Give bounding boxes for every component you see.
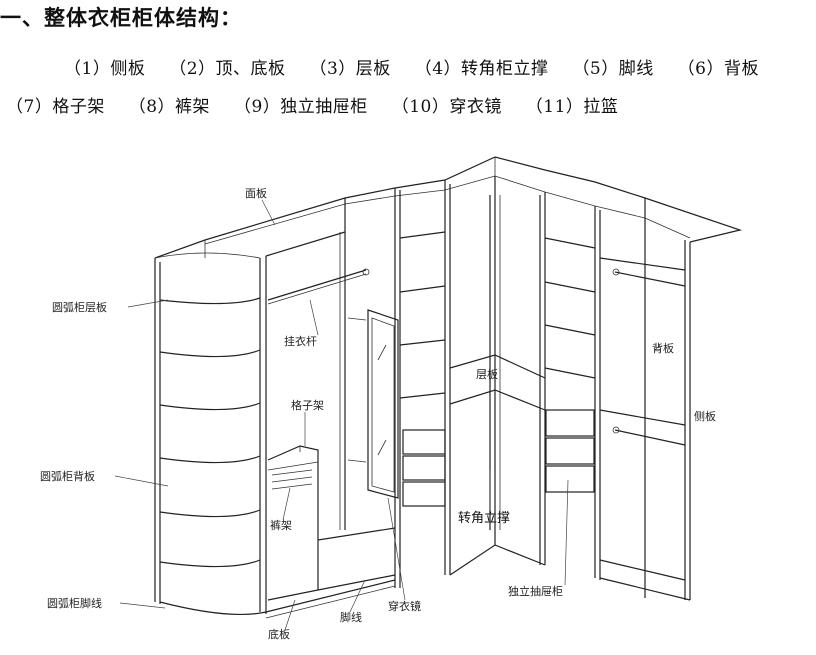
corner-section-drawing (449, 176, 546, 576)
label-mirror: 穿衣镜 (388, 599, 421, 613)
top-panel-drawing (154, 156, 743, 259)
parts-list-line-1: （1）侧板 （2）顶、底板 （3）层板 （4）转角柜立撑 （5）脚线 （6）背板 (64, 54, 777, 79)
part-item-trouser-rack: （8）裤架 (128, 97, 211, 117)
arc-cabinet-drawing (154, 240, 267, 616)
label-grid-rack: 格子架 (291, 398, 324, 412)
label-arc-back-panel: 圆弧柜背板 (40, 469, 95, 483)
label-drawer-cabinet: 独立抽屉柜 (508, 584, 563, 598)
parts-list-line-2: （7）格子架 （8）裤架 （9）独立抽屉柜 （10）穿衣镜 （11）拉篮 (6, 92, 636, 117)
shelf-column-drawing (347, 180, 451, 588)
part-item-side-panel: （1）侧板 (64, 59, 146, 79)
section-heading: 一、整体衣柜柜体结构： (0, 5, 242, 30)
label-trouser-rack: 裤架 (270, 518, 292, 532)
diagram-labels: 面板 圆弧柜层板 挂衣杆 背板 层板 格子架 侧板 圆弧柜背板 裤架 转角立撑 … (40, 186, 716, 641)
part-item-pull-basket: （11）拉篮 (525, 97, 619, 117)
part-item-skirting: （5）脚线 (572, 59, 654, 79)
right-column-drawing (539, 192, 601, 580)
label-side-panel: 侧板 (694, 409, 716, 423)
leader-lines (114, 199, 661, 631)
label-top-panel: 面板 (245, 186, 267, 200)
label-arc-shelf: 圆弧柜层板 (52, 300, 107, 314)
label-back-panel: 背板 (652, 341, 674, 355)
part-item-corner-post: （4）转角柜立撑 (414, 59, 549, 79)
part-item-top-bottom-panel: （2）顶、底板 (169, 59, 286, 79)
label-corner-post: 转角立撑 (458, 511, 510, 526)
middle-section-drawing (265, 198, 396, 619)
part-item-drawer-cabinet: （9）独立抽屉柜 (233, 97, 368, 117)
label-skirting: 脚线 (340, 610, 362, 624)
right-cabinet-drawing (599, 198, 691, 601)
part-item-grid-rack: （7）格子架 (6, 97, 105, 117)
part-item-shelf: （3）层板 (309, 59, 391, 79)
wardrobe-diagram: 面板 圆弧柜层板 挂衣杆 背板 层板 格子架 侧板 圆弧柜背板 裤架 转角立撑 … (40, 156, 743, 641)
part-item-back-panel: （6）背板 (677, 59, 759, 79)
label-hanging-rod: 挂衣杆 (284, 334, 317, 348)
label-bottom-panel: 底板 (268, 627, 290, 641)
part-item-mirror: （10）穿衣镜 (391, 97, 502, 117)
label-shelf: 层板 (476, 367, 498, 381)
label-arc-skirting: 圆弧柜脚线 (47, 596, 102, 610)
